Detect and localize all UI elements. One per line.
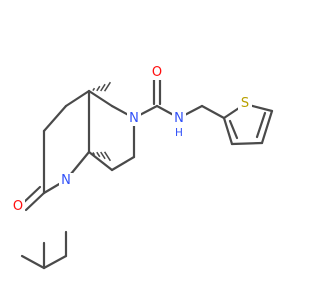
bond-thiophene-c3-c2 [222, 116, 234, 146]
bond-methyl-left [20, 254, 46, 270]
amide-hydrogen-label: H [175, 127, 183, 139]
bond-thiophene-c4-c3 [230, 141, 264, 146]
bond-junction-to-ch2-upper [87, 89, 114, 108]
bonds [20, 75, 274, 270]
oxygen-lactam-label: O [13, 199, 23, 214]
bond-lactam-co-a [24, 191, 46, 212]
bond-thiophene-c5-c4 [260, 109, 274, 145]
stereo-bonds [92, 81, 112, 162]
bond-thiophene-c3-c2-inner [228, 119, 239, 140]
bond-thiophene-c5-c4-inner [255, 111, 267, 139]
bond-ch2-lower-to-ch2 [110, 155, 136, 172]
bond-ch2-to-thiophene [200, 104, 226, 120]
bond-ch2-to-junction-lower [87, 150, 114, 172]
hatched-wedge-upper [92, 81, 112, 92]
bond-isobutyl-chain [42, 254, 68, 270]
molecule-structure: N N N H O O S [11, 65, 274, 270]
bond-lactam-ring-top [42, 104, 68, 133]
hatched-wedge-lower [92, 151, 112, 162]
nitrogen-lactam-label: N [61, 173, 71, 188]
nitrogen-ring-label: N [129, 111, 139, 126]
nitrogen-amide-label: N [174, 111, 184, 126]
sulfur-thiophene-label: S [241, 96, 249, 111]
bond-lactam-ring-upper [64, 89, 91, 108]
atom-labels: N N N H O O S [11, 65, 252, 214]
oxygen-amide-label: O [152, 65, 162, 80]
